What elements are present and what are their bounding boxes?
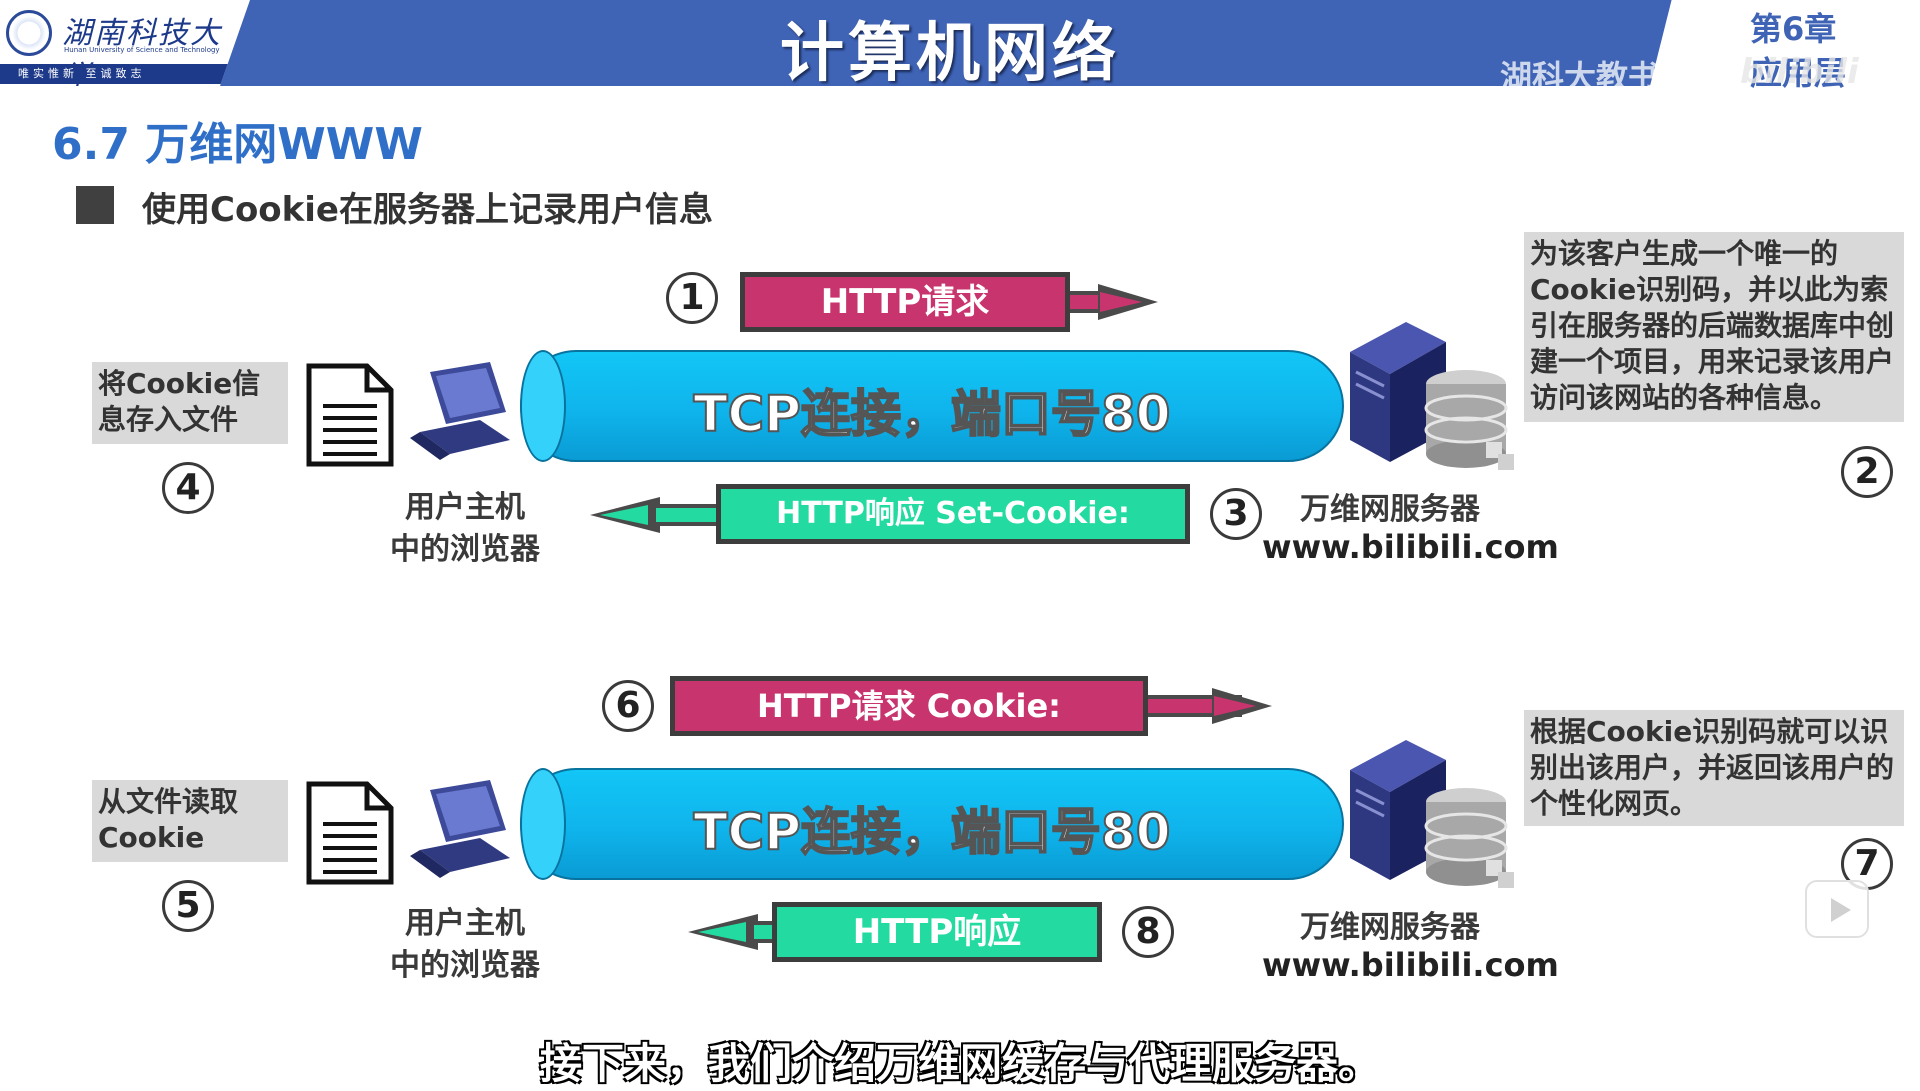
server-database-icon <box>1350 322 1514 470</box>
response-arrow-shaft <box>754 921 774 943</box>
document-icon <box>306 781 394 885</box>
course-title: 计算机网络 <box>780 17 1120 91</box>
play-button[interactable] <box>1805 880 1869 938</box>
client-label-line1: 用户主机 <box>405 906 525 941</box>
tcp-pipe-bottom: TCP连接，端口号80 <box>520 768 1344 880</box>
response-arrow-head-fill <box>698 922 746 942</box>
university-motto: 唯实惟新 至诚致志 <box>0 64 230 84</box>
server-url: www.bilibili.com <box>1262 946 1559 984</box>
client-label-line2: 中的浏览器 <box>390 532 540 567</box>
step-8-badge: 8 <box>1122 906 1174 958</box>
step-4-badge: 4 <box>162 462 214 514</box>
computer-icon <box>410 780 510 878</box>
pipe-cap <box>520 350 566 462</box>
http-request-cookie-box: HTTP请求 Cookie: 12345678 <box>670 676 1148 775</box>
university-name: 湖南科技大学 <box>62 16 222 86</box>
step-6-badge: 6 <box>602 680 654 732</box>
client-action-box: 从文件读取Cookie <box>92 780 288 862</box>
section-title: 6.7 万维网WWW <box>52 119 423 170</box>
step-7-badge: 7 <box>1841 838 1893 890</box>
tcp-pipe-label: TCP连接，端口号80 <box>692 802 1171 862</box>
client-label-line2: 中的浏览器 <box>390 948 540 983</box>
university-seal-icon <box>6 10 52 56</box>
bullet-text: 使用Cookie在服务器上记录用户信息 <box>142 190 713 230</box>
server-label: 万维网服务器 <box>1300 492 1480 527</box>
client-label-line1: 用户主机 <box>405 490 525 525</box>
request-arrow-head-fill <box>1100 292 1142 312</box>
step-3-badge: 3 <box>1210 488 1262 540</box>
server-database-icon <box>1350 740 1514 888</box>
pipe-cap <box>520 768 566 880</box>
request-arrow-head-fill <box>1214 696 1256 716</box>
play-icon <box>1831 898 1851 922</box>
step-5-badge: 5 <box>162 880 214 932</box>
server-label: 万维网服务器 <box>1300 910 1480 945</box>
bullet-square-icon <box>76 186 114 224</box>
chapter-box <box>1650 0 1920 86</box>
header-bar <box>0 0 1920 86</box>
computer-icon <box>410 362 510 460</box>
step-2-badge: 2 <box>1841 446 1893 498</box>
tcp-pipe-label: TCP连接，端口号80 <box>692 384 1171 444</box>
server-note-box: 根据Cookie识别码就可以识别出该用户，并返回该用户的个性化网页。 <box>1524 710 1904 826</box>
response-arrow-shaft <box>656 504 718 526</box>
university-name-en: Hunan University of Science and Technolo… <box>64 46 220 54</box>
university-logo: 湖南科技大学 Hunan University of Science and T… <box>0 0 250 86</box>
chapter-number: 第6章 <box>1750 10 1837 48</box>
tcp-pipe-top: TCP连接，端口号80 <box>520 350 1344 462</box>
video-subtitle: 接下来，我们介绍万维网缓存与代理服务器。 <box>539 1039 1380 1088</box>
response-arrow-head-fill <box>600 505 648 525</box>
document-icon <box>306 363 394 467</box>
chapter-name: 应用层 <box>1750 54 1847 92</box>
platform-watermark: bilibili <box>1740 52 1859 92</box>
client-action-box: 将Cookie信息存入文件 <box>92 362 288 444</box>
server-note-box: 为该客户生成一个唯一的Cookie识别码，并以此为索引在服务器的后端数据库中创建… <box>1524 232 1904 422</box>
http-response-box: HTTP响应 <box>772 902 1102 962</box>
http-response-box: HTTP响应 Set-Cookie: 12345678 <box>716 484 1190 581</box>
step-1-badge: 1 <box>666 272 718 324</box>
http-request-box: HTTP请求 <box>740 272 1070 332</box>
server-url: www.bilibili.com <box>1262 528 1559 566</box>
